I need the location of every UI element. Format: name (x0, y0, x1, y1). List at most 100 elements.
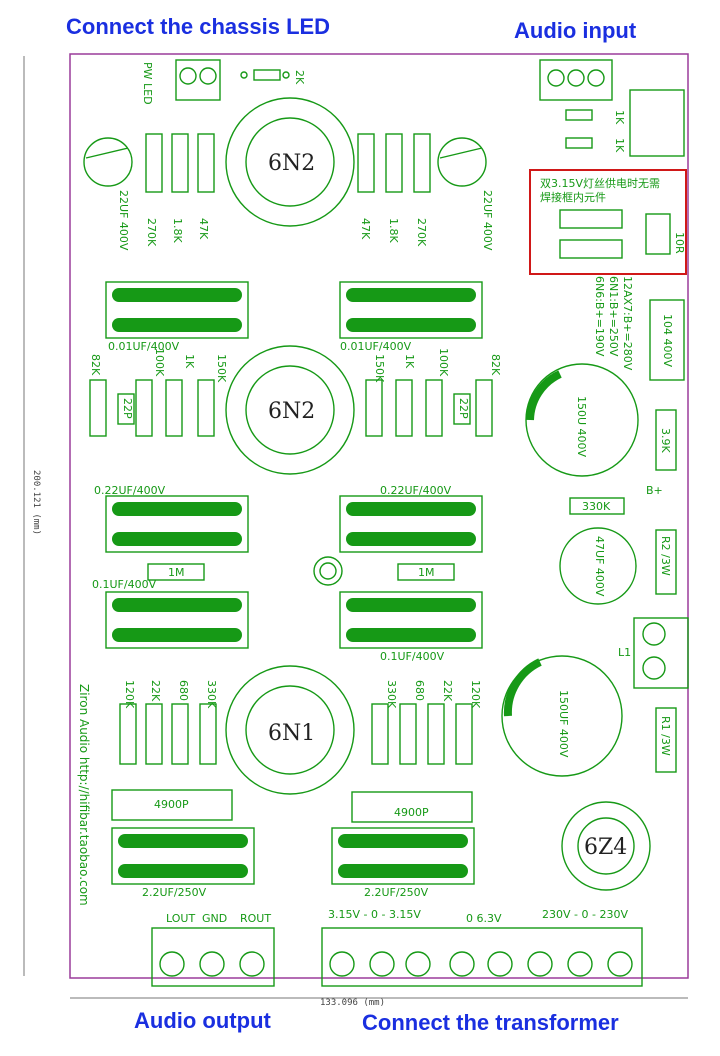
r82k-l: 82K (89, 354, 102, 376)
volt1: 12AX7:B+=280V (621, 276, 634, 371)
callout-transformer: Connect the transformer (362, 1010, 619, 1035)
film-cap-001-left (105, 281, 249, 339)
note-10r: 10R (673, 232, 686, 254)
r120k-r: 120K (469, 680, 482, 709)
res-group-top-right (357, 133, 431, 193)
cap-47-label: 47UF 400V (593, 536, 606, 597)
r22k-r: 22K (441, 680, 454, 702)
mounting-hole (313, 556, 343, 586)
r100k-l: 100K (153, 348, 166, 377)
film-cap-022-right (339, 495, 483, 553)
cap-150uf-label: 150UF 400V (557, 690, 570, 758)
r22k-l: 22K (149, 680, 162, 702)
res-3-9k (655, 409, 677, 471)
callout-audio-input: Audio input (514, 18, 637, 43)
r680-l: 680 (177, 680, 190, 701)
input-connector (539, 59, 685, 157)
res-330k-b (569, 497, 625, 515)
cap-47uf (559, 527, 637, 605)
film-cap-22-right (331, 827, 475, 885)
cap-22uf-l-label: 22UF 400V (117, 190, 130, 251)
r680-r: 680 (413, 680, 426, 701)
board-outline (69, 53, 689, 979)
r270k-r: 270K (415, 218, 428, 247)
bplus-label: B+ (646, 484, 663, 497)
tube-v2-label: 6N2 (268, 399, 315, 424)
pw-led-label: PW LED (141, 62, 154, 105)
film-cap-22-left (111, 827, 255, 885)
width-dimension: 133.096 (mm) (320, 998, 385, 1008)
r150k-l: 150K (215, 354, 228, 383)
terminal-block-transformer (321, 927, 643, 987)
r270k-l: 270K (145, 218, 158, 247)
r1m-l: 1M (168, 566, 185, 579)
note-line1: 双3.15V灯丝供电时无需 (540, 176, 660, 190)
r330k-l: 330K (205, 680, 218, 709)
c4900-r: 4900P (394, 806, 429, 819)
cap-22uf-r-label: 22UF 400V (481, 190, 494, 251)
cap-022-l-label: 0.22UF/400V (94, 484, 166, 497)
res-group-bottom-left (119, 703, 217, 765)
tube-v3-label: 6N1 (268, 721, 315, 746)
term-gnd: GND (202, 912, 227, 925)
callout-chassis-led: Connect the chassis LED (66, 14, 331, 39)
term-mains: 230V - 0 - 230V (542, 908, 628, 921)
tube-6z4 (561, 801, 651, 891)
r1k-l: 1K (183, 354, 196, 369)
cap-104-label: 104 400V (661, 314, 674, 367)
cap-01-l-label: 0.1UF/400V (92, 578, 157, 591)
cap-001-r-label: 0.01UF/400V (340, 340, 412, 353)
res-r2 (655, 529, 677, 595)
term-63: 0 6.3V (466, 912, 502, 925)
note-resistors (559, 209, 671, 259)
note-box (529, 169, 687, 275)
r18k-l: 1.8K (171, 218, 184, 243)
res-1m-right (397, 563, 455, 581)
led-connector (175, 59, 221, 101)
r120k-l: 120K (123, 680, 136, 709)
res-group-mid-right (365, 379, 493, 437)
tube-6n2-mid (225, 345, 355, 475)
r100k-r: 100K (437, 348, 450, 377)
height-dimension: 200.121 (mm) (31, 470, 41, 535)
r47k-r: 47K (359, 218, 372, 240)
term-rout: ROUT (240, 912, 271, 925)
film-cap-001-right (339, 281, 483, 339)
r1m-r: 1M (418, 566, 435, 579)
cap-150uf (501, 655, 623, 777)
res-group-top-left (145, 133, 215, 193)
r39k-label: 3.9K (659, 428, 672, 453)
r-2k-label: 2K (293, 70, 306, 85)
term-lout: LOUT (166, 912, 195, 925)
r47k-l: 47K (197, 218, 210, 240)
input-resistors (565, 109, 593, 149)
r150k-r: 150K (373, 354, 386, 383)
film-cap-01-right (339, 591, 483, 649)
brand-label: Ziron Audio http://hifibar.taobao.com (77, 684, 91, 906)
tube-6n1 (225, 665, 355, 795)
res-r1 (655, 707, 677, 773)
c22p-r: 22P (457, 398, 470, 419)
r18k-r: 1.8K (387, 218, 400, 243)
film-cap-022-left (105, 495, 249, 553)
volt2: 6N1:B+=250V (607, 276, 620, 357)
tube-v1-label: 6N2 (268, 151, 315, 176)
tube-6n2-top (225, 97, 355, 227)
r82k-r: 82K (489, 354, 502, 376)
r2-label: R2 /3W (659, 536, 672, 576)
r330k-r: 330K (385, 680, 398, 709)
film-cap-01-left (105, 591, 249, 649)
c4900-l: 4900P (154, 798, 189, 811)
cap-001-l-label: 0.01UF/400V (108, 340, 180, 353)
res-group-mid-left (89, 379, 215, 437)
r-1k-a: 1K (613, 110, 626, 125)
term-heater: 3.15V - 0 - 3.15V (328, 908, 421, 921)
cap-22uf-left (83, 137, 133, 187)
cap-4900p-left (111, 789, 233, 821)
cap-4900p-right (351, 791, 473, 823)
res-1m-left (147, 563, 205, 581)
note-line2: 焊接框内元件 (540, 190, 606, 204)
cap-022-r-label: 0.22UF/400V (380, 484, 452, 497)
volt3: 6N6:B+=190V (593, 276, 606, 357)
